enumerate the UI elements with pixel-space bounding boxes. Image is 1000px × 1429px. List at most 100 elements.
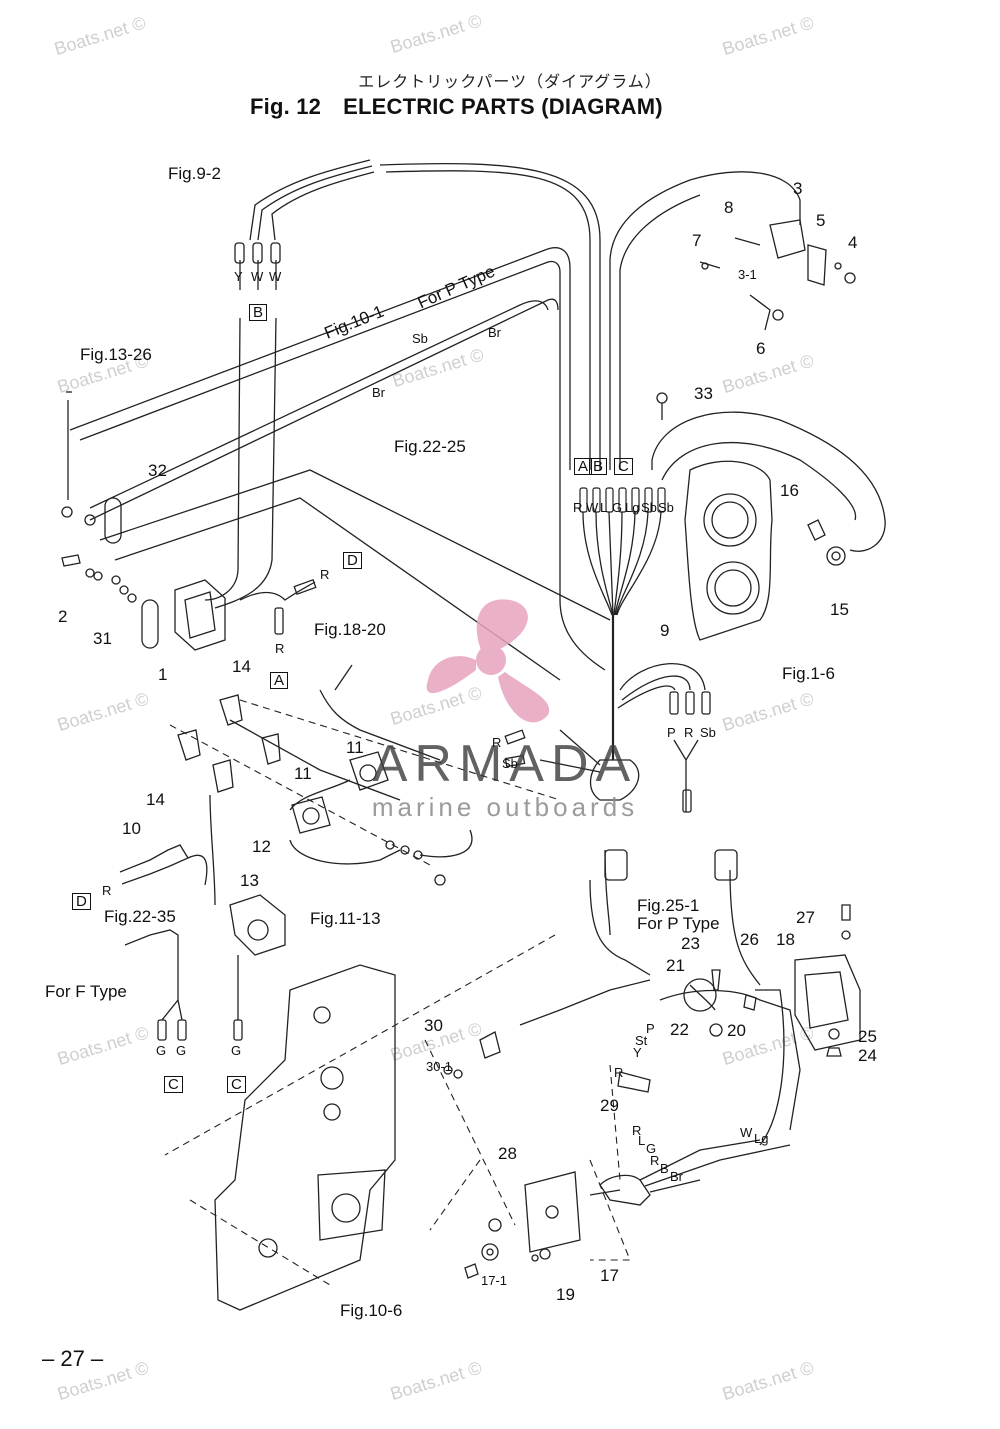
figure-number: Fig. 12 bbox=[250, 94, 322, 119]
part-number: 14 bbox=[146, 790, 165, 809]
wire-label: Br bbox=[488, 325, 501, 340]
wire-label: W bbox=[740, 1125, 753, 1140]
wire-label: G bbox=[646, 1141, 657, 1156]
wire-label: G bbox=[176, 1043, 187, 1058]
wire-label: Sb bbox=[502, 756, 518, 771]
ref-for-f-type: For F Type bbox=[45, 982, 127, 1001]
part-number: 11 bbox=[294, 764, 312, 783]
wire-label: R bbox=[102, 883, 112, 898]
wire-label: Lg bbox=[754, 1131, 769, 1146]
part-number: 2 bbox=[58, 607, 68, 626]
connector-a-label: A bbox=[574, 458, 593, 475]
hub-wire-label: Sb bbox=[658, 500, 674, 515]
part-number: 11 bbox=[346, 738, 364, 757]
ref-for-p-type-bottom: For P Type bbox=[637, 914, 720, 933]
part-number: 30 bbox=[424, 1016, 443, 1035]
part-number: 27 bbox=[796, 908, 815, 927]
part-number: 24 bbox=[858, 1046, 877, 1065]
part-number: 13 bbox=[240, 871, 259, 890]
part-number: 7 bbox=[692, 231, 702, 250]
wire-label: R bbox=[650, 1153, 660, 1168]
japanese-title: エレクトリックパーツ（ダイアグラム） bbox=[358, 74, 662, 91]
wire-label: P bbox=[646, 1021, 655, 1036]
part-number: 31 bbox=[93, 629, 112, 648]
ref-fig-1-6: Fig.1-6 bbox=[782, 664, 835, 683]
wire-label: L bbox=[638, 1133, 646, 1148]
connector-c-label: C bbox=[164, 1076, 183, 1093]
page-number: – 27 – bbox=[42, 1346, 104, 1371]
part-number: 18 bbox=[776, 930, 795, 949]
connector-b-label: B bbox=[589, 458, 608, 475]
part-number: 17-1 bbox=[481, 1273, 508, 1288]
wire-label: R bbox=[492, 735, 502, 750]
wire-label: Br bbox=[670, 1169, 683, 1184]
connector-a-label: A bbox=[270, 672, 289, 689]
part-number: 14 bbox=[232, 657, 251, 676]
connector-c-label: C bbox=[227, 1076, 246, 1093]
ref-fig-13-26: Fig.13-26 bbox=[80, 345, 152, 364]
part-number: 20 bbox=[727, 1021, 746, 1040]
hub-wire-label: W bbox=[586, 500, 599, 515]
part-number: 22 bbox=[670, 1020, 689, 1039]
ref-fig-22-35: Fig.22-35 bbox=[104, 907, 176, 926]
brand-tagline: marine outboards bbox=[371, 792, 639, 822]
part-number: 26 bbox=[740, 930, 759, 949]
wire-label: R bbox=[632, 1123, 642, 1138]
page-title: Fig. 12 ELECTRIC PARTS (DIAGRAM) bbox=[250, 94, 663, 120]
hub-wire-label: R bbox=[573, 500, 583, 515]
connector-d-label: D bbox=[343, 552, 362, 569]
connector-c-label: C bbox=[614, 458, 633, 475]
figure-title: ELECTRIC PARTS (DIAGRAM) bbox=[343, 94, 663, 119]
part-number: 25 bbox=[858, 1027, 877, 1046]
wire-label: G bbox=[231, 1043, 242, 1058]
part-number: 5 bbox=[816, 211, 826, 230]
wire-label: P bbox=[667, 725, 676, 740]
hub-wire-label: Lg bbox=[625, 500, 640, 515]
part-number: 30-1 bbox=[426, 1059, 453, 1074]
part-number: 17 bbox=[600, 1266, 619, 1285]
brand-name: ARMADA bbox=[372, 735, 638, 793]
hub-wire-label: Sb bbox=[641, 500, 657, 515]
wire-label: B bbox=[660, 1161, 669, 1176]
wire-label: Y bbox=[633, 1045, 642, 1060]
part-number: 19 bbox=[556, 1285, 575, 1304]
wire-label: R bbox=[614, 1065, 624, 1080]
part-number: 29 bbox=[600, 1096, 619, 1115]
ref-fig-22-25: Fig.22-25 bbox=[394, 437, 466, 456]
part-number: 21 bbox=[666, 956, 685, 975]
ref-fig-9-2: Fig.9-2 bbox=[168, 164, 221, 183]
connector-d-label: D bbox=[72, 893, 91, 910]
wire-label: R bbox=[684, 725, 694, 740]
part-number: 10 bbox=[122, 819, 141, 838]
wire-label: W bbox=[251, 269, 264, 284]
wire-label: Br bbox=[372, 385, 385, 400]
part-number: 9 bbox=[660, 621, 670, 640]
wire-label: Sb bbox=[700, 725, 716, 740]
ref-fig-10-6: Fig.10-6 bbox=[340, 1301, 403, 1320]
ref-fig-11-13: Fig.11-13 bbox=[310, 909, 381, 928]
wire-label: St bbox=[635, 1033, 648, 1048]
hub-wire-label: L bbox=[600, 500, 608, 515]
connector-b-label: B bbox=[249, 304, 268, 321]
part-number: 4 bbox=[848, 233, 858, 252]
wire-label: R bbox=[275, 641, 285, 656]
part-number: 28 bbox=[498, 1144, 517, 1163]
part-number: 3 bbox=[793, 179, 803, 198]
part-number: 6 bbox=[756, 339, 766, 358]
part-number: 8 bbox=[724, 198, 734, 217]
ref-fig-25-1: Fig.25-1 bbox=[637, 896, 700, 915]
part-number: 33 bbox=[694, 384, 713, 403]
part-number: 16 bbox=[780, 481, 799, 500]
part-number: 12 bbox=[252, 837, 271, 856]
wire-label: Sb bbox=[412, 331, 428, 346]
wire-label: W bbox=[269, 269, 282, 284]
hub-wire-label: G bbox=[612, 500, 623, 515]
part-number: 3-1 bbox=[738, 267, 757, 282]
wire-label: Y bbox=[234, 269, 243, 284]
ref-fig-18-20: Fig.18-20 bbox=[314, 620, 386, 639]
part-number: 32 bbox=[148, 461, 167, 480]
part-number: 15 bbox=[830, 600, 849, 619]
